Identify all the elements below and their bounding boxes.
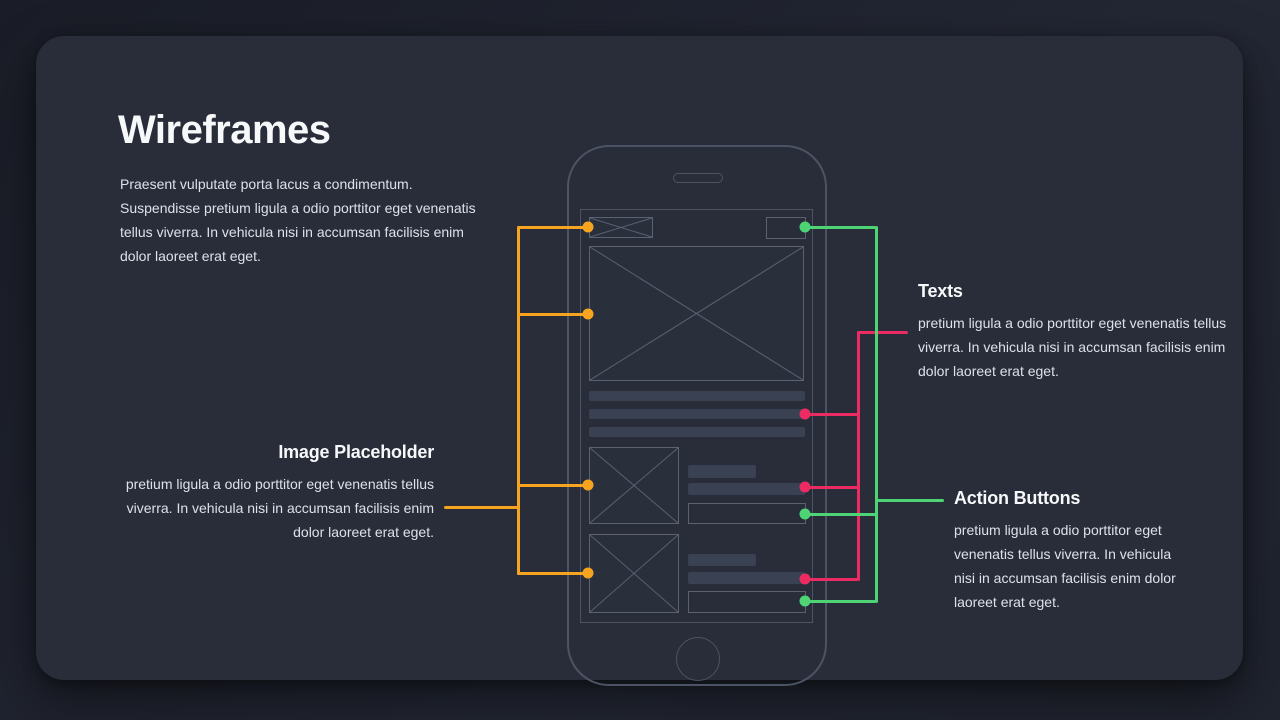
connector-dot-green: [799, 508, 811, 520]
connector-line-pink: [805, 577, 858, 581]
connector-dot-orange: [582, 308, 594, 320]
connector-dot-orange: [582, 567, 594, 579]
connector-line-green: [805, 225, 876, 229]
phone-frame: [567, 145, 827, 686]
logo-image-placeholder-icon: [589, 217, 653, 238]
list-item-title-bar: [688, 554, 756, 566]
connector-line-pink: [805, 485, 858, 489]
connector-line-pink: [856, 330, 860, 581]
annotation-heading: Texts: [918, 281, 963, 301]
list-item-image-placeholder-icon: [589, 534, 679, 613]
phone-screen: [580, 209, 813, 623]
annotation-heading: Image Placeholder: [278, 442, 434, 462]
connector-dot-green: [799, 221, 811, 233]
annotation-body: pretium ligula a odio porttitor eget ven…: [125, 476, 434, 540]
annotation-body: pretium ligula a odio porttitor eget ven…: [954, 522, 1176, 610]
connector-line-orange: [444, 505, 518, 509]
connector-dot-orange: [582, 479, 594, 491]
intro-paragraph: Praesent vulputate porta lacus a condime…: [120, 176, 476, 264]
connector-line-pink: [858, 330, 908, 334]
connector-line-orange: [517, 571, 588, 575]
phone-home-button-icon: [676, 637, 720, 681]
annotation-action-buttons: Action Buttons pretium ligula a odio por…: [954, 488, 1194, 614]
connector-dot-pink: [799, 573, 811, 585]
connector-dot-pink: [799, 408, 811, 420]
annotation-heading: Action Buttons: [954, 488, 1081, 508]
page-title: Wireframes: [118, 108, 331, 152]
slide-card: Wireframes Praesent vulputate porta lacu…: [36, 36, 1243, 686]
connector-line-green: [876, 498, 944, 502]
annotation-image-placeholder: Image Placeholder pretium ligula a odio …: [94, 442, 434, 544]
list-item-action-button: [688, 503, 806, 524]
text-line-bar: [589, 427, 805, 437]
connector-line-orange: [517, 312, 588, 316]
list-item-subtitle-bar: [688, 483, 805, 495]
list-item-subtitle-bar: [688, 572, 805, 584]
text-line-bar: [589, 391, 805, 401]
connector-dot-green: [799, 595, 811, 607]
connector-line-orange: [517, 225, 588, 229]
phone-speaker-icon: [673, 173, 723, 183]
connector-dot-orange: [582, 221, 594, 233]
text-line-bar: [589, 409, 805, 419]
list-item-image-placeholder-icon: [589, 447, 679, 524]
annotation-body: pretium ligula a odio porttitor eget ven…: [918, 315, 1227, 379]
list-item-action-button: [688, 591, 806, 613]
connector-line-green: [805, 599, 876, 603]
connector-line-green: [805, 512, 876, 516]
connector-line-orange: [517, 483, 588, 487]
list-item-title-bar: [688, 465, 756, 478]
annotation-texts: Texts pretium ligula a odio porttitor eg…: [918, 281, 1230, 383]
connector-line-orange: [516, 225, 520, 575]
connector-dot-pink: [799, 481, 811, 493]
hero-image-placeholder-icon: [589, 246, 804, 381]
connector-line-pink: [805, 412, 858, 416]
connector-line-green: [874, 225, 878, 603]
